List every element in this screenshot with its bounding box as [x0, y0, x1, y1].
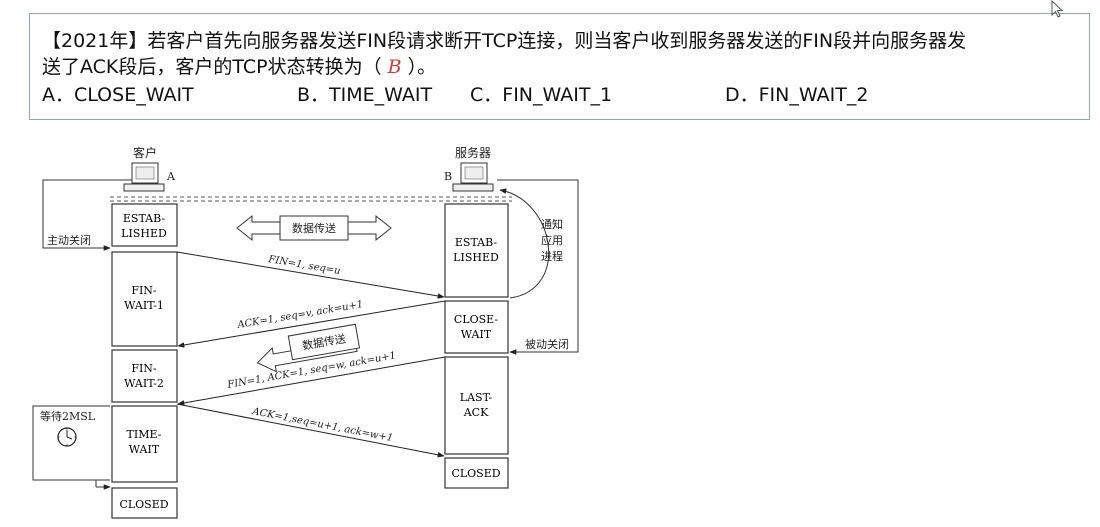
clock-icon [57, 427, 77, 447]
option-d: D．FIN_WAIT_2 [725, 84, 869, 106]
svg-text:ACK=1,seq=u+1, ack=w+1: ACK=1,seq=u+1, ack=w+1 [250, 406, 393, 444]
svg-text:应用: 应用 [541, 233, 563, 247]
svg-text:WAIT: WAIT [461, 328, 492, 341]
svg-text:CLOSED: CLOSED [119, 498, 168, 511]
option-c: C．FIN_WAIT_1 [470, 84, 613, 106]
svg-text:CLOSED: CLOSED [451, 467, 500, 480]
client-letter-a: A [166, 170, 176, 183]
server-state-close-wait: CLOSE- WAIT [444, 300, 509, 354]
option-a: A．CLOSE_WAIT [42, 84, 194, 106]
svg-text:FIN-: FIN- [131, 284, 157, 297]
svg-text:WAIT: WAIT [129, 443, 160, 456]
client-state-closed: CLOSED [111, 487, 178, 519]
svg-text:LISHED: LISHED [121, 227, 167, 240]
server-state-established: ESTAB- LISHED [444, 203, 509, 298]
svg-text:通知: 通知 [541, 217, 563, 231]
question-text-part-a: 送了ACK段后，客户的TCP状态转换为（ [42, 56, 382, 78]
server-computer-icon [452, 162, 494, 192]
notify-app-connector: 通知 应用 进程 [499, 188, 563, 299]
mouse-cursor-icon [1051, 0, 1064, 18]
question-line-2: 送了ACK段后，客户的TCP状态转换为（B）。 [42, 52, 436, 79]
option-b: B．TIME_WAIT [297, 84, 433, 106]
question-text-part-b: ）。 [407, 56, 437, 78]
svg-text:CLOSE-: CLOSE- [454, 313, 499, 326]
svg-text:WAIT-1: WAIT-1 [124, 299, 164, 312]
question-box: 【2021年】若客户首先向服务器发送FIN段请求断开TCP连接，则当客户收到服务… [29, 13, 1090, 120]
passive-close-label: 被动关闭 [525, 337, 569, 351]
msg-ack-client-to-server: ACK=1,seq=u+1, ack=w+1 [176, 403, 445, 458]
active-close-label: 主动关闭 [47, 233, 91, 247]
svg-text:数据传送: 数据传送 [292, 221, 336, 235]
server-state-closed: CLOSED [444, 457, 509, 489]
client-state-fin-wait-2: FIN- WAIT-2 [111, 349, 178, 403]
client-label: 客户 [133, 145, 157, 160]
msg-fin-client-to-server: FIN=1, seq=u [176, 251, 445, 299]
server-label: 服务器 [455, 145, 491, 160]
question-line-1: 【2021年】若客户首先向服务器发送FIN段请求断开TCP连接，则当客户收到服务… [42, 30, 967, 52]
server-state-last-ack: LAST- ACK [444, 356, 509, 455]
handwritten-answer: B [387, 56, 402, 78]
svg-text:进程: 进程 [541, 250, 563, 263]
data-transfer-bidirectional-arrow: 数据传送 [236, 214, 392, 242]
svg-text:LISHED: LISHED [453, 251, 499, 264]
client-computer-icon [123, 162, 165, 192]
client-state-fin-wait-1: FIN- WAIT-1 [111, 251, 178, 347]
svg-text:TIME-: TIME- [127, 428, 162, 441]
svg-text:WAIT-2: WAIT-2 [124, 377, 164, 390]
svg-text:FIN-: FIN- [131, 362, 157, 375]
svg-text:LAST-: LAST- [460, 391, 493, 404]
client-state-established: ESTAB- LISHED [111, 203, 178, 247]
svg-text:ACK: ACK [463, 406, 489, 419]
svg-text:ESTAB-: ESTAB- [455, 236, 498, 249]
svg-text:ESTAB-: ESTAB- [123, 212, 166, 225]
wait-2msl-label: 等待2MSL [40, 409, 96, 423]
client-state-time-wait: TIME- WAIT [111, 405, 178, 483]
wait-2msl-connector: 等待2MSL [32, 405, 111, 490]
server-letter-b: B [444, 170, 452, 183]
data-transfer-oneway-arrow: 数据传送 [256, 323, 361, 373]
passive-close-connector: 被动关闭 [497, 179, 579, 355]
active-close-connector: 主动关闭 [42, 179, 132, 251]
